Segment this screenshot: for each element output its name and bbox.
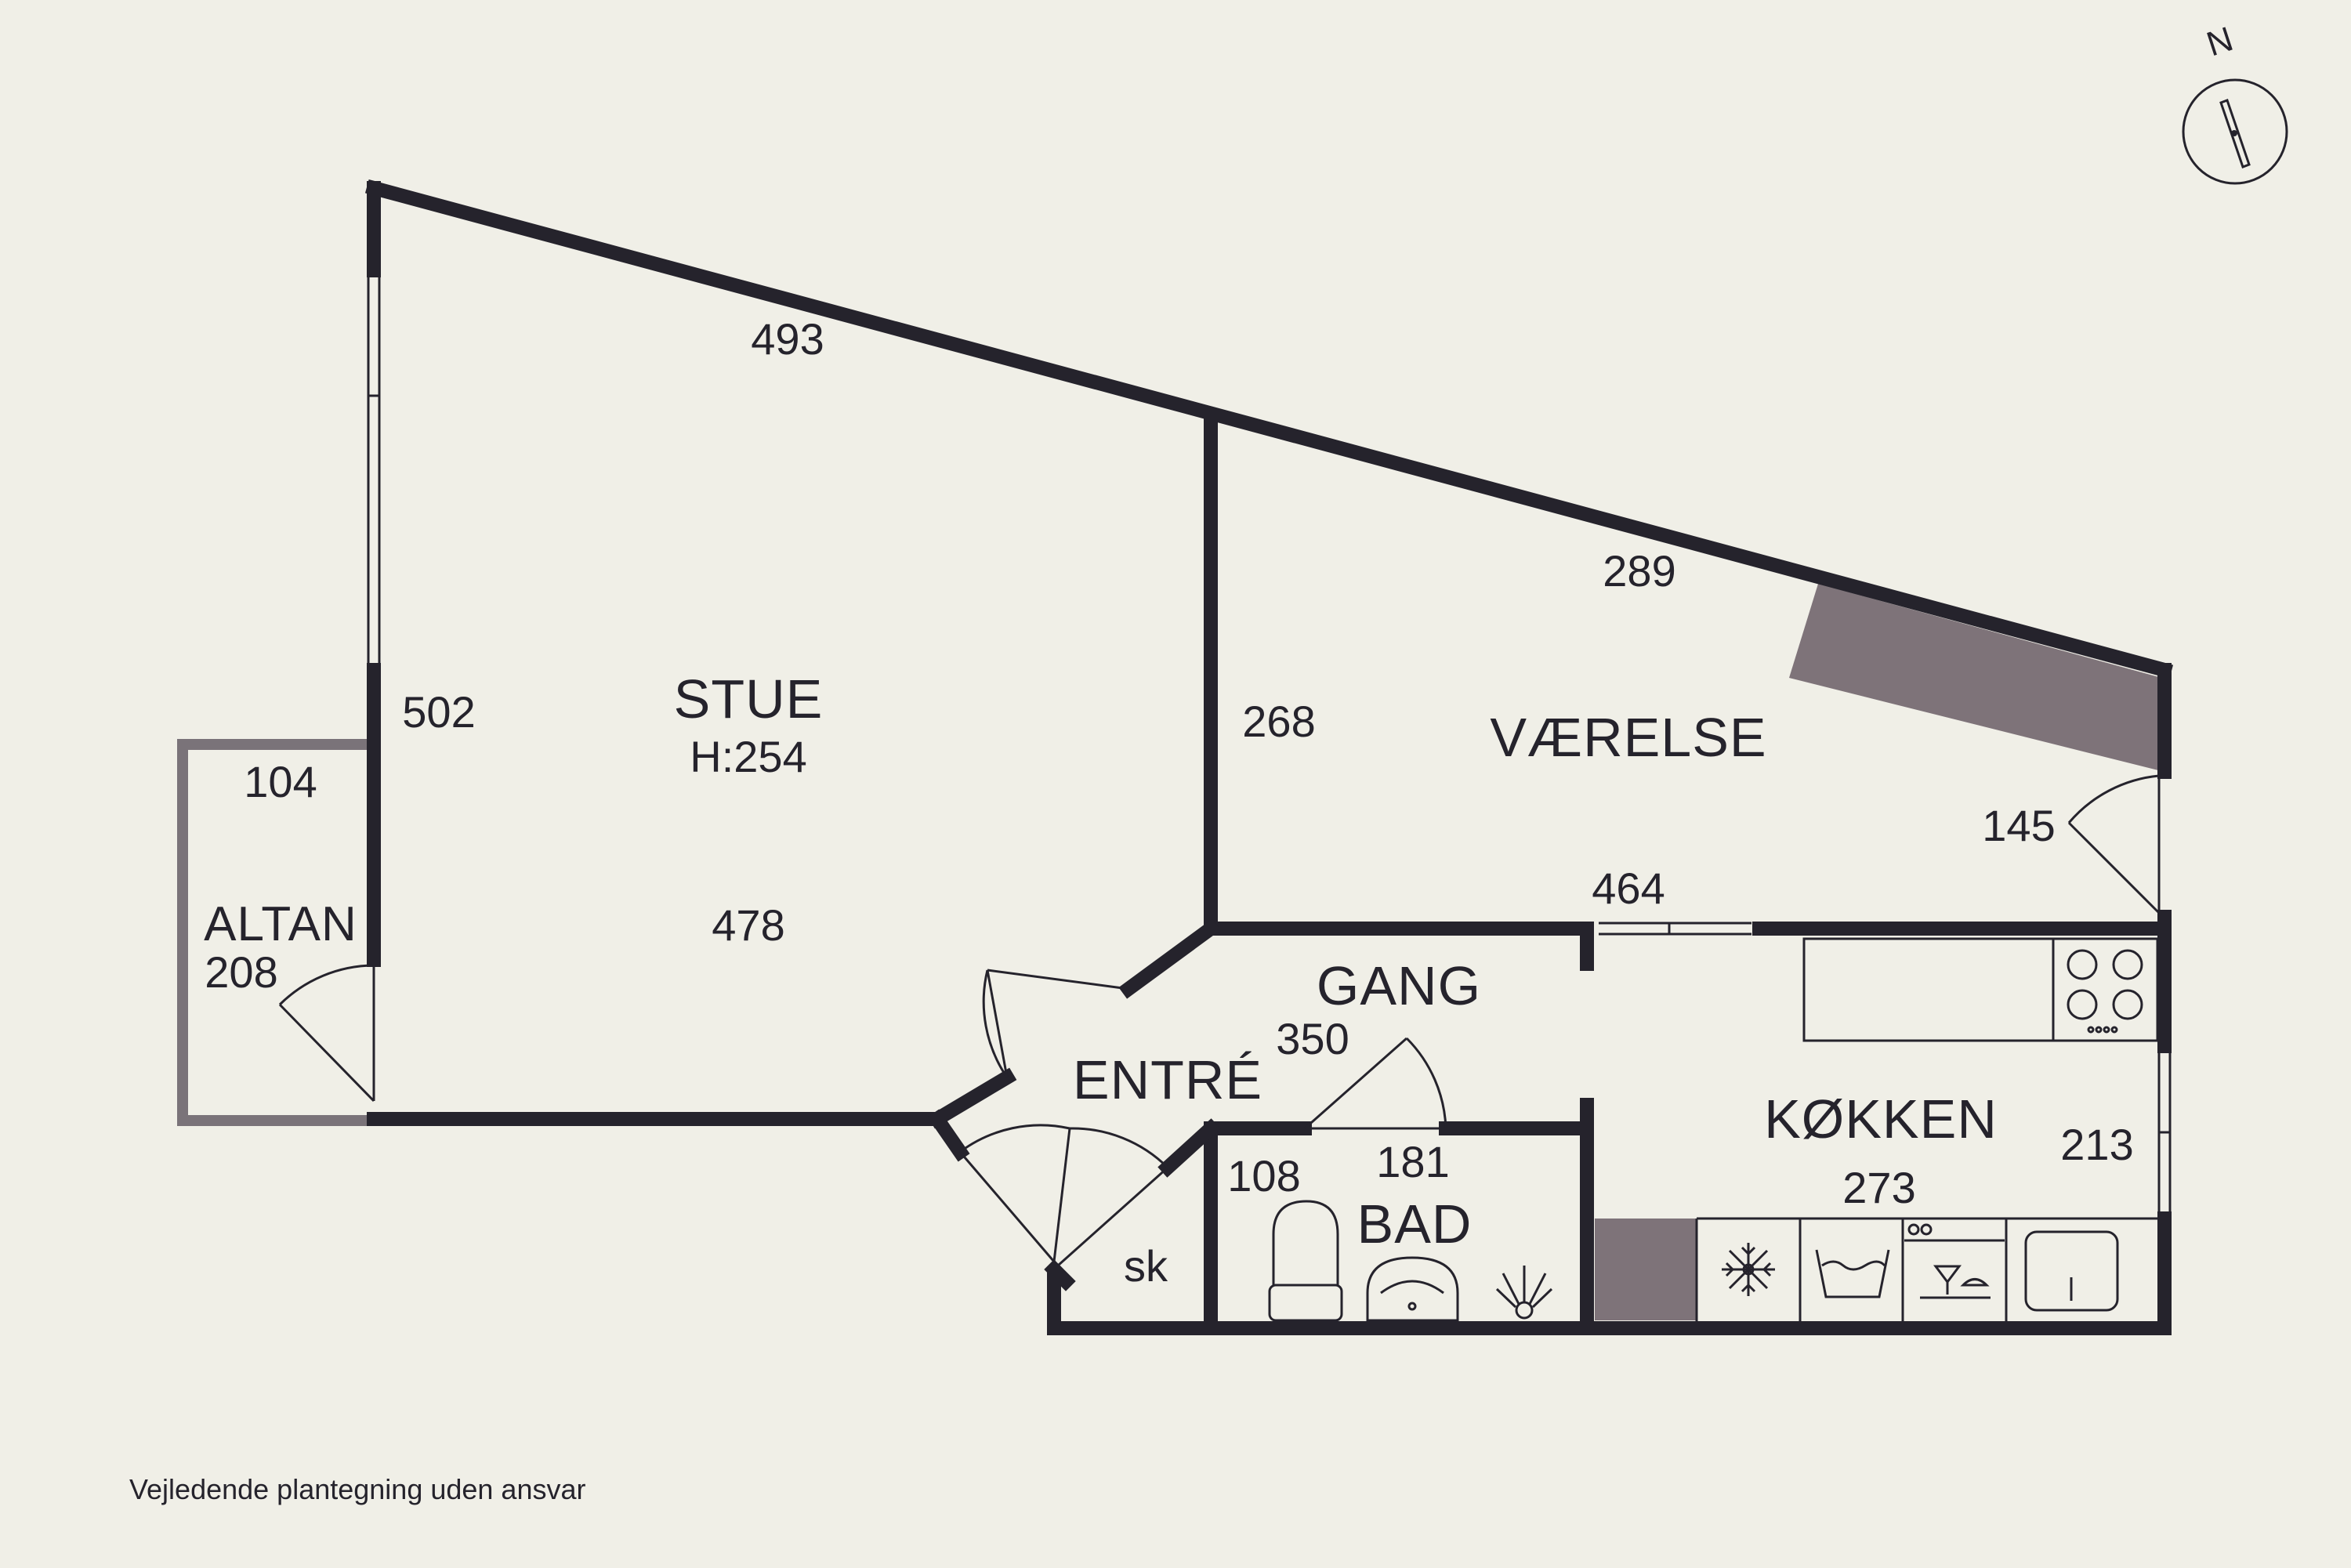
stue-window [367,270,381,670]
dim-gang: 350 [1276,1014,1349,1063]
washing-machine-icon [1815,1249,1890,1298]
dishwasher-icon [1907,1223,1991,1299]
room-name-altan: ALTAN [204,897,357,951]
altan-wall [177,739,374,1126]
kitchen-counter-lower [1695,1217,2159,1321]
north-arrow-icon [2219,99,2251,168]
dim-bad-top: 181 [1376,1137,1449,1186]
stove-icon [2067,949,2143,1034]
sliding-door [1599,922,1751,936]
room-name-stue: STUE [674,668,824,730]
room-name-skab: sk [1124,1241,1168,1291]
dim-vaerelse-top: 289 [1603,546,1675,596]
compass-north-label: N [2202,20,2237,63]
dim-stue-top: 493 [751,314,824,364]
exterior-walls [364,179,2174,1335]
dim-vaerelse-left: 268 [1242,697,1315,746]
kitchen-sink-icon [2024,1230,2119,1312]
room-name-vaerelse: VÆRELSE [1490,707,1766,768]
dim-stue-bottom: 478 [712,900,784,950]
kitchen-window [2157,1046,2172,1219]
bathroom-sink-icon [1366,1256,1459,1322]
room-name-gang: GANG [1317,955,1481,1016]
wardrobe-built-in [1789,584,2164,772]
kitchen-tall-cabinet [1595,1219,1697,1320]
shower-icon [1495,1266,1553,1320]
toilet-icon [1268,1200,1343,1322]
dim-bad-left: 108 [1227,1151,1300,1200]
room-height-stue: H:254 [690,732,806,781]
room-labels: STUE H:254 VÆRELSE GANG ENTRÉ BAD KØKKEN… [204,668,1998,1291]
compass: N [2182,20,2288,185]
dim-altan-top: 104 [244,757,317,806]
dim-altan-side: 208 [205,947,277,997]
room-name-entre: ENTRÉ [1073,1049,1262,1110]
door-swings [278,774,2161,1267]
dimension-labels: 493 502 478 268 289 145 464 104 208 350 … [205,314,2133,1212]
dim-vaerelse-right: 145 [1982,801,2055,850]
room-name-koekken: KØKKEN [1764,1088,1998,1150]
disclaimer-text: Vejledende plantegning uden ansvar [129,1473,586,1505]
interior-walls [927,412,2172,1335]
freezer-icon [1722,1243,1775,1296]
room-name-bad: BAD [1357,1193,1473,1255]
dim-stue-left: 502 [402,687,475,737]
dim-koekken-bottom: 273 [1842,1163,1915,1212]
dim-vaerelse-bottom: 464 [1592,864,1665,913]
kitchen-counter-upper [1802,937,2159,1042]
dim-koekken-right: 213 [2060,1120,2133,1169]
